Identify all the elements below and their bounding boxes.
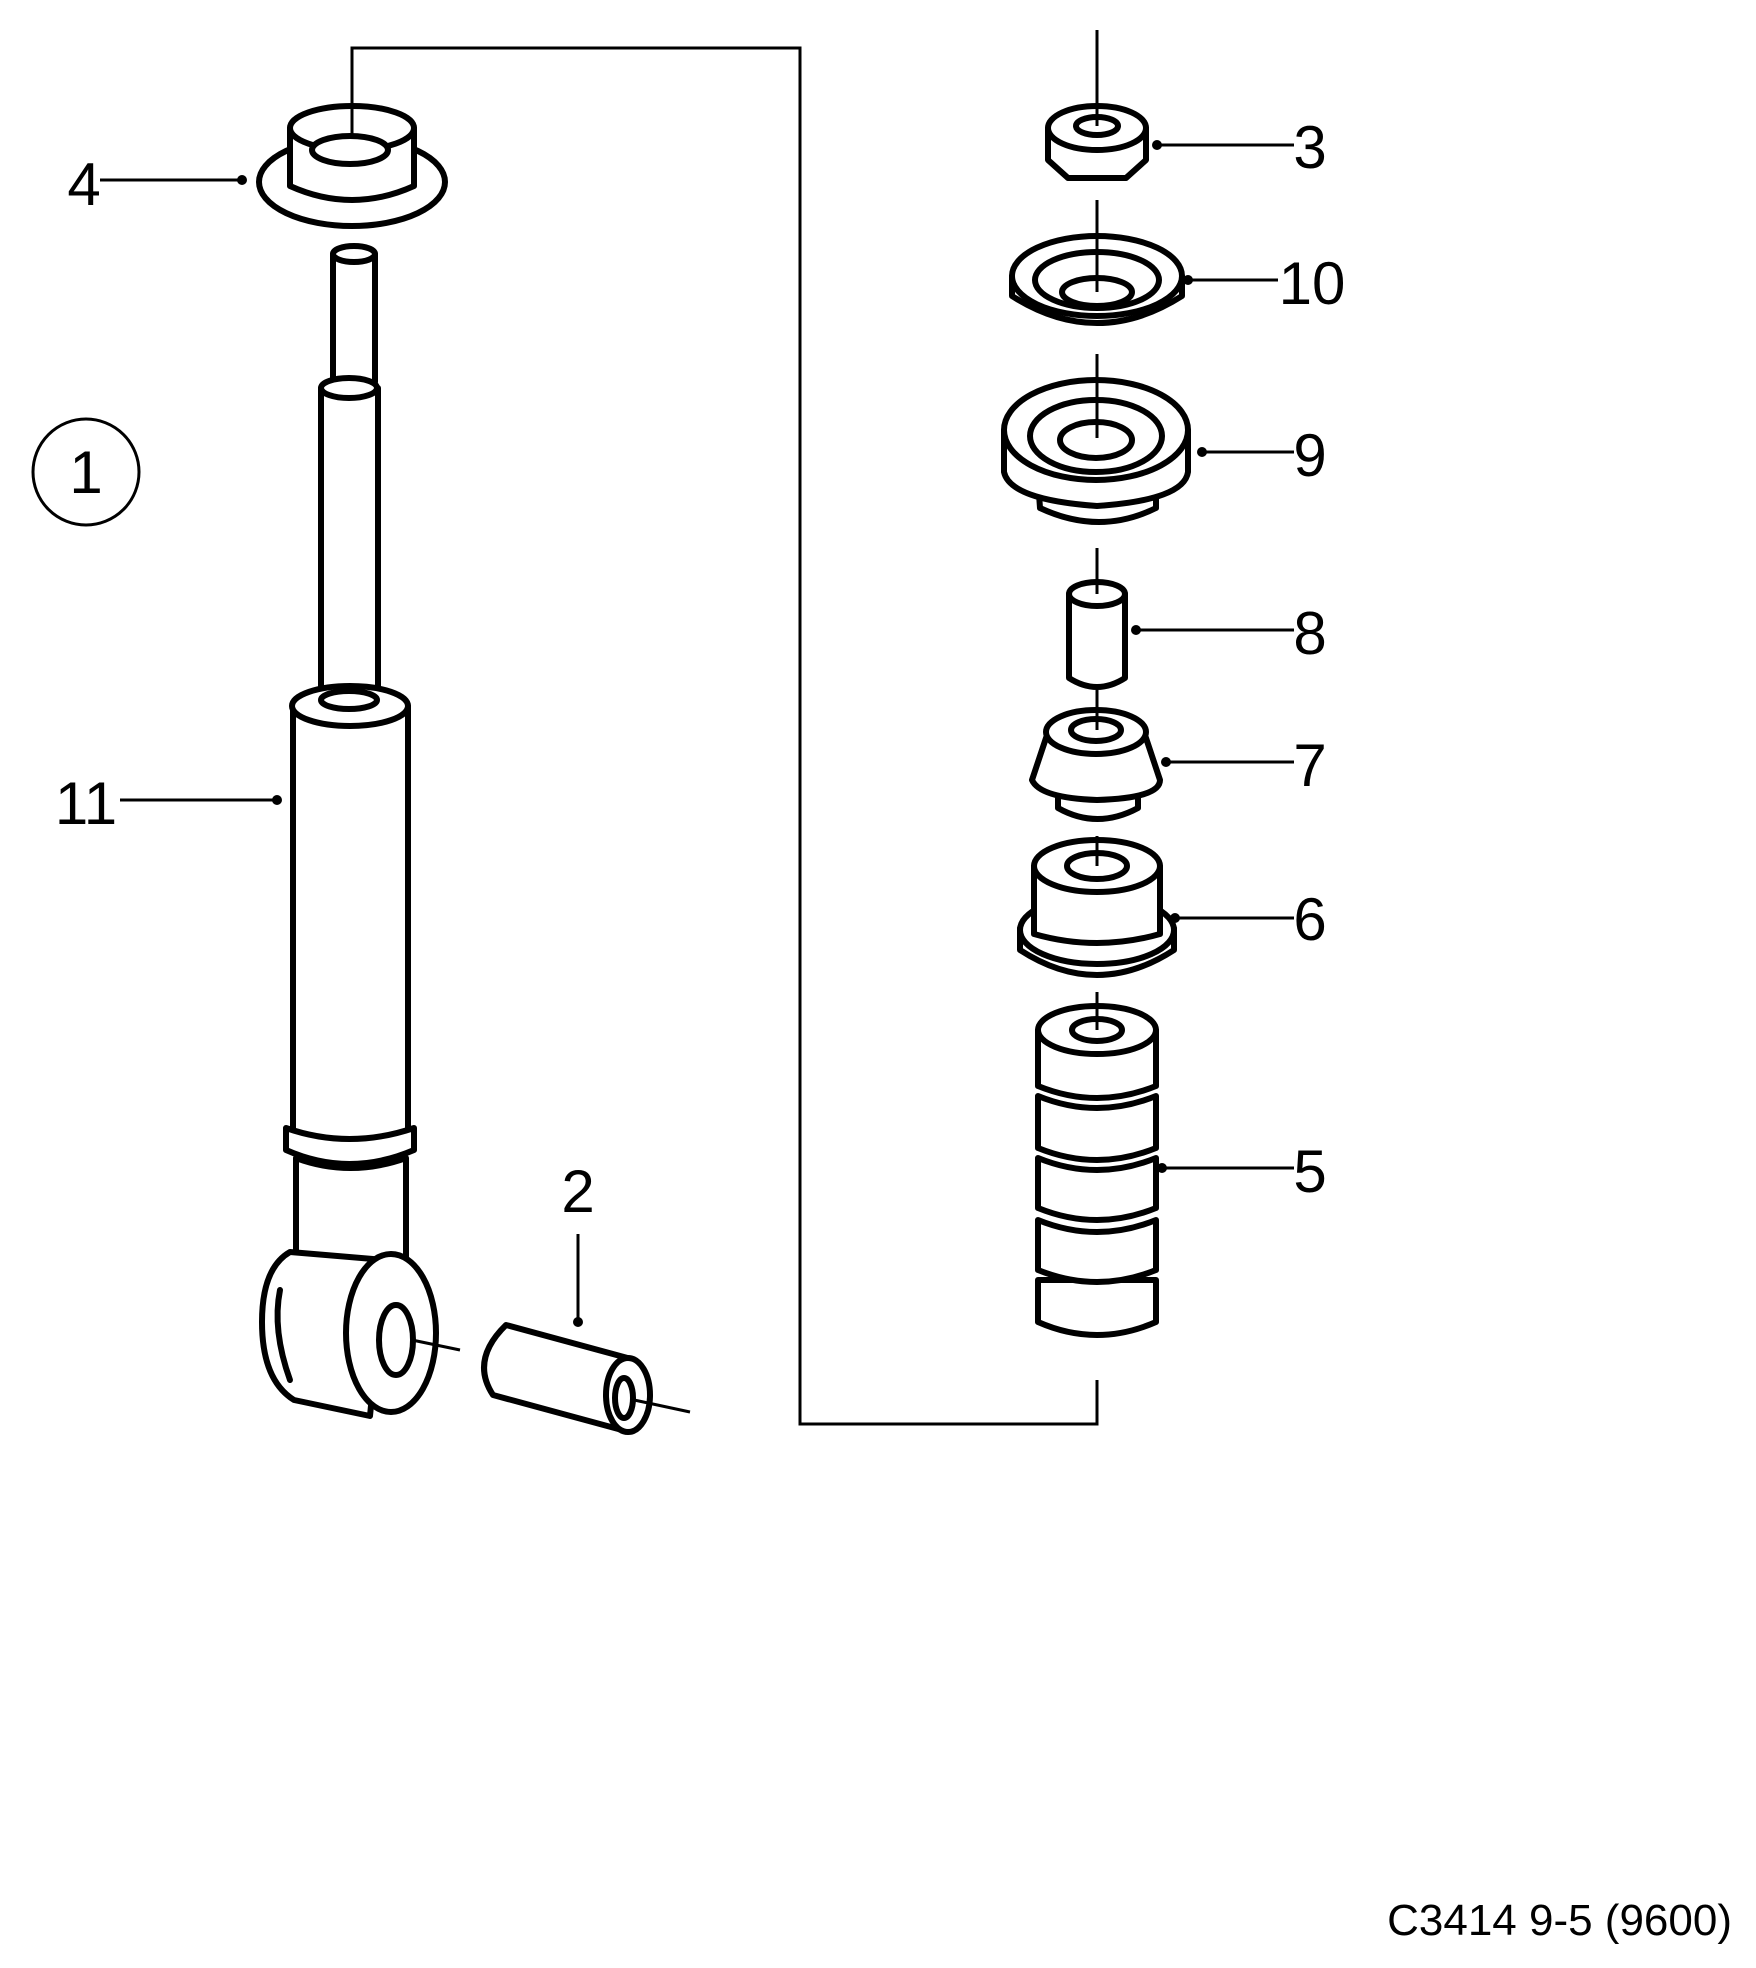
washer-part (1009, 200, 1185, 326)
callout-4: 4 (67, 151, 100, 218)
callout-5: 5 (1293, 1138, 1326, 1205)
nut-part (1045, 60, 1149, 181)
callout-2: 2 (561, 1158, 594, 1225)
assembly-connector-line (350, 46, 1099, 1426)
callout-1-circle (31, 417, 141, 527)
sleeve-part (1066, 548, 1128, 690)
callout-7: 7 (1293, 732, 1326, 799)
callout-6: 6 (1293, 886, 1326, 953)
callout-3: 3 (1293, 114, 1326, 181)
callout-10: 10 (1279, 250, 1346, 317)
rubber-mount-part (1001, 354, 1191, 525)
callout-8: 8 (1293, 600, 1326, 667)
shock-absorber-part (259, 243, 461, 1419)
callout-1: 1 (69, 439, 102, 506)
diagram-reference: C3414 9-5 (9600) (1387, 1896, 1732, 1945)
upper-mount-part (256, 48, 448, 229)
upper-bushing-part (1029, 690, 1163, 822)
lower-bushing-part (1017, 836, 1177, 978)
leader-lines (100, 140, 1294, 1327)
callout-9: 9 (1293, 422, 1326, 489)
bushing-part (481, 1322, 691, 1435)
bump-stop-part (1035, 992, 1159, 1338)
callout-11: 11 (55, 770, 117, 837)
